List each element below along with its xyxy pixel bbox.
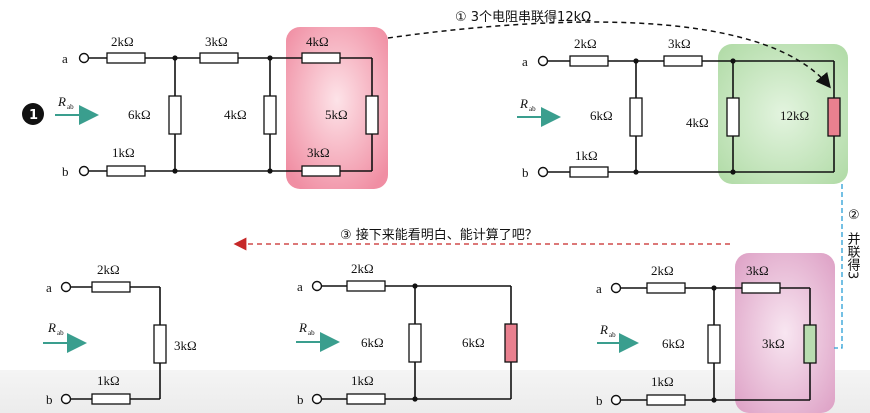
footer-bar (0, 370, 870, 413)
circuit-4: a b 2kΩ 6kΩ 6kΩ 1kΩ R ab (296, 261, 518, 407)
label-2k: 2kΩ (351, 261, 374, 276)
resistor-2k (569, 55, 609, 67)
label-3k: 3kΩ (174, 338, 197, 353)
resistor-1k (106, 165, 146, 177)
label-3k-top: 3kΩ (205, 34, 228, 49)
label-1k: 1kΩ (112, 145, 135, 160)
resistor-3k-bottom (301, 165, 341, 177)
rab-label: R (519, 96, 528, 111)
rab-subscript: ab (609, 331, 616, 339)
resistor-3k (153, 324, 167, 364)
label-4k: 4kΩ (686, 115, 709, 130)
highlight-parallel-group (718, 44, 848, 184)
resistor-12k (827, 97, 841, 137)
label-5k: 5kΩ (325, 107, 348, 122)
resistor-6k (629, 97, 643, 137)
resistor-6k-right (504, 323, 518, 363)
step-1-annotation: ① 3个电阻串联得12kΩ (455, 9, 591, 25)
step-3-annotation: ③ 接下来能看明白、能计算了吧？ (340, 227, 538, 243)
label-1k: 1kΩ (97, 373, 120, 388)
circuit-5: a b 2kΩ 3kΩ 1kΩ R ab (43, 262, 197, 407)
step-1-marker (22, 103, 44, 125)
node-a-label: a (297, 279, 303, 294)
resistor-2k (646, 282, 686, 294)
resistor-6k (168, 95, 182, 135)
terminal-b (78, 165, 90, 177)
terminal-a (610, 282, 622, 294)
circuit-2: a b 2kΩ 3kΩ 6kΩ 4kΩ 12kΩ 1kΩ R ab (517, 36, 841, 180)
label-6k: 6kΩ (662, 336, 685, 351)
label-6k: 6kΩ (128, 107, 151, 122)
resistor-2k (106, 52, 146, 64)
rab-label: R (599, 322, 608, 337)
label-12k: 12kΩ (780, 108, 809, 123)
resistor-4k-top (301, 52, 341, 64)
node-a-label: a (522, 54, 528, 69)
resistor-4k (726, 97, 740, 137)
circuit-1: a b 2kΩ 3kΩ 4kΩ 6kΩ 4kΩ 5kΩ 1kΩ 3kΩ 1 (22, 34, 379, 179)
rab-label: R (47, 320, 56, 335)
resistor-1k (646, 394, 686, 406)
step-2-annotation: 并联得3 (845, 232, 861, 279)
step-2-circle: ② (848, 208, 860, 223)
label-4k-mid: 4kΩ (224, 107, 247, 122)
resistor-2k (91, 281, 131, 293)
label-3k-parallel: 3kΩ (762, 336, 785, 351)
terminal-a (78, 52, 90, 64)
step-2-connector (834, 184, 843, 349)
node-a-label: a (596, 281, 602, 296)
resistor-4k-mid (263, 95, 277, 135)
terminal-b (610, 394, 622, 406)
svg-text:1: 1 (29, 108, 38, 123)
label-6k-right: 6kΩ (462, 335, 485, 350)
label-1k: 1kΩ (651, 374, 674, 389)
terminal-b (311, 393, 323, 405)
label-1k: 1kΩ (351, 373, 374, 388)
resistor-6k (707, 324, 721, 364)
label-1k: 1kΩ (575, 148, 598, 163)
terminal-b (537, 166, 549, 178)
rab-subscript: ab (529, 105, 536, 113)
resistor-3k-top (741, 282, 781, 294)
node-a-label: a (62, 51, 68, 66)
terminal-a (537, 55, 549, 67)
label-6k-left: 6kΩ (361, 335, 384, 350)
terminal-a (311, 280, 323, 292)
resistor-1k (569, 166, 609, 178)
label-2k: 2kΩ (651, 263, 674, 278)
label-3k: 3kΩ (668, 36, 691, 51)
label-2k: 2kΩ (97, 262, 120, 277)
circuit-3: a b 2kΩ 3kΩ 6kΩ 3kΩ 1kΩ R ab (596, 263, 817, 408)
resistor-3k-top (199, 52, 239, 64)
resistor-2k (346, 280, 386, 292)
terminal-a (60, 281, 72, 293)
label-2k: 2kΩ (111, 34, 134, 49)
label-6k: 6kΩ (590, 108, 613, 123)
node-b-label: b (62, 164, 69, 179)
node-b-label: b (297, 392, 304, 407)
resistor-6k-left (408, 323, 422, 363)
resistor-3k (663, 55, 703, 67)
rab-label: R (57, 94, 66, 109)
node-b-label: b (596, 393, 603, 408)
label-4k-top: 4kΩ (306, 34, 329, 49)
label-2k: 2kΩ (574, 36, 597, 51)
node-b-label: b (522, 165, 529, 180)
resistor-3k-parallel (803, 324, 817, 364)
label-3k-bottom: 3kΩ (307, 145, 330, 160)
label-3k-top: 3kΩ (746, 263, 769, 278)
highlight-series-group (286, 27, 388, 189)
resistor-1k (91, 393, 131, 405)
step-1-arrow (387, 21, 831, 89)
rab-subscript: ab (57, 329, 64, 337)
resistor-5k (365, 95, 379, 135)
node-a-label: a (46, 280, 52, 295)
rab-subscript: ab (67, 103, 74, 111)
resistor-1k (346, 393, 386, 405)
rab-label: R (298, 320, 307, 335)
terminal-b (60, 393, 72, 405)
rab-subscript: ab (308, 329, 315, 337)
node-b-label: b (46, 392, 53, 407)
